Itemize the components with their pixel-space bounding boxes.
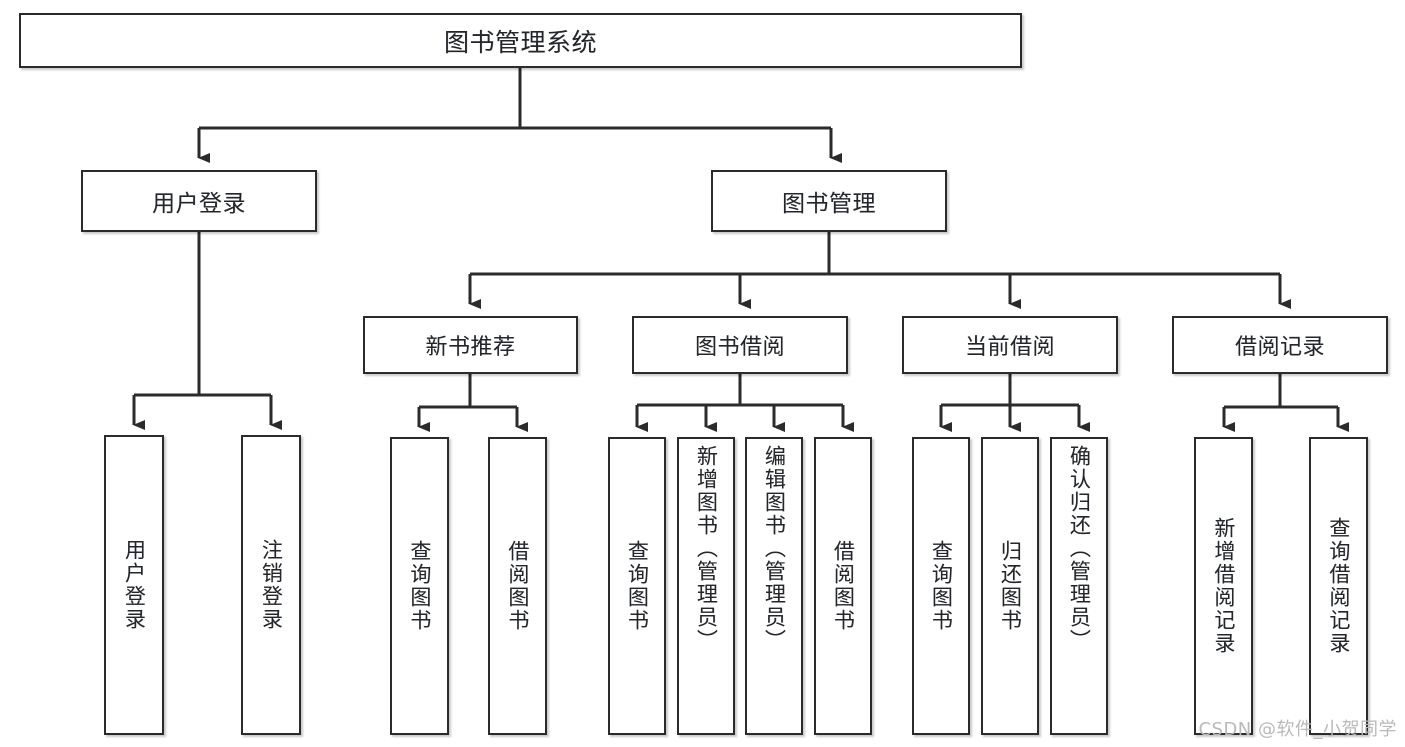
node-new-book-recommendation[interactable]: 新书推荐: [363, 316, 578, 374]
leaf-edit-book-admin[interactable]: 编辑图书（管理员）: [745, 437, 803, 735]
node-book-borrowing[interactable]: 图书借阅: [632, 316, 848, 374]
leaf-borrow-books-new[interactable]: 借阅图书: [488, 437, 547, 735]
node-current-borrowing[interactable]: 当前借阅: [902, 316, 1118, 374]
node-label: 图书管理: [782, 191, 876, 217]
node-label: 图书管理系统: [443, 27, 597, 57]
edges-records-to-leaves: [1222, 374, 1349, 432]
leaf-add-borrow-record[interactable]: 新增借阅记录: [1194, 437, 1253, 735]
leaf-user-login[interactable]: 用户登录: [104, 435, 164, 735]
node-label: 归还图书: [998, 540, 1023, 632]
node-label: 注销登录: [259, 539, 284, 631]
leaf-search-borrow-record[interactable]: 查询借阅记录: [1309, 437, 1368, 735]
node-label: 确认归还（管理员）: [1067, 445, 1092, 652]
leaf-borrow-book[interactable]: 借阅图书: [814, 437, 872, 735]
node-label: 借阅图书: [505, 540, 530, 632]
node-label: 查询图书: [929, 540, 954, 632]
node-label: 编辑图书（管理员）: [762, 445, 787, 652]
leaf-logout[interactable]: 注销登录: [241, 435, 301, 735]
node-label: 新书推荐: [425, 335, 516, 360]
leaf-confirm-return-admin[interactable]: 确认归还（管理员）: [1050, 437, 1108, 735]
leaf-return-book[interactable]: 归还图书: [981, 437, 1039, 735]
node-user-login[interactable]: 用户登录: [81, 170, 317, 232]
node-label: 借阅记录: [1234, 335, 1325, 360]
node-label: 查询图书: [625, 540, 650, 632]
node-borrow-records[interactable]: 借阅记录: [1172, 316, 1388, 374]
node-label: 用户登录: [122, 539, 147, 631]
watermark-text: CSDN @软件_小贺同学: [1198, 719, 1397, 740]
node-label: 新增借阅记录: [1211, 517, 1236, 655]
node-label: 当前借阅: [964, 335, 1055, 360]
node-root-system[interactable]: 图书管理系统: [19, 13, 1022, 68]
leaf-search-books-new[interactable]: 查询图书: [390, 437, 449, 735]
edges-new-books-to-leaves: [417, 374, 528, 432]
leaf-search-books-current[interactable]: 查询图书: [912, 437, 970, 735]
node-label: 新增图书（管理员）: [694, 445, 719, 652]
node-book-management[interactable]: 图书管理: [711, 170, 947, 232]
node-label: 查询借阅记录: [1326, 517, 1351, 655]
edges-root-to-level1: [197, 68, 842, 163]
node-label: 查询图书: [407, 540, 432, 632]
edges-current-to-leaves: [939, 374, 1090, 432]
node-label: 借阅图书: [831, 540, 856, 632]
edges-book-mgmt-to-level2: [468, 232, 1291, 309]
edges-user-login-to-leaves: [132, 232, 282, 430]
node-label: 用户登录: [152, 191, 246, 217]
node-label: 图书借阅: [694, 335, 785, 360]
leaf-search-books-borrow[interactable]: 查询图书: [608, 437, 666, 735]
edges-borrow-to-leaves: [635, 374, 854, 432]
leaf-add-book-admin[interactable]: 新增图书（管理员）: [677, 437, 735, 735]
